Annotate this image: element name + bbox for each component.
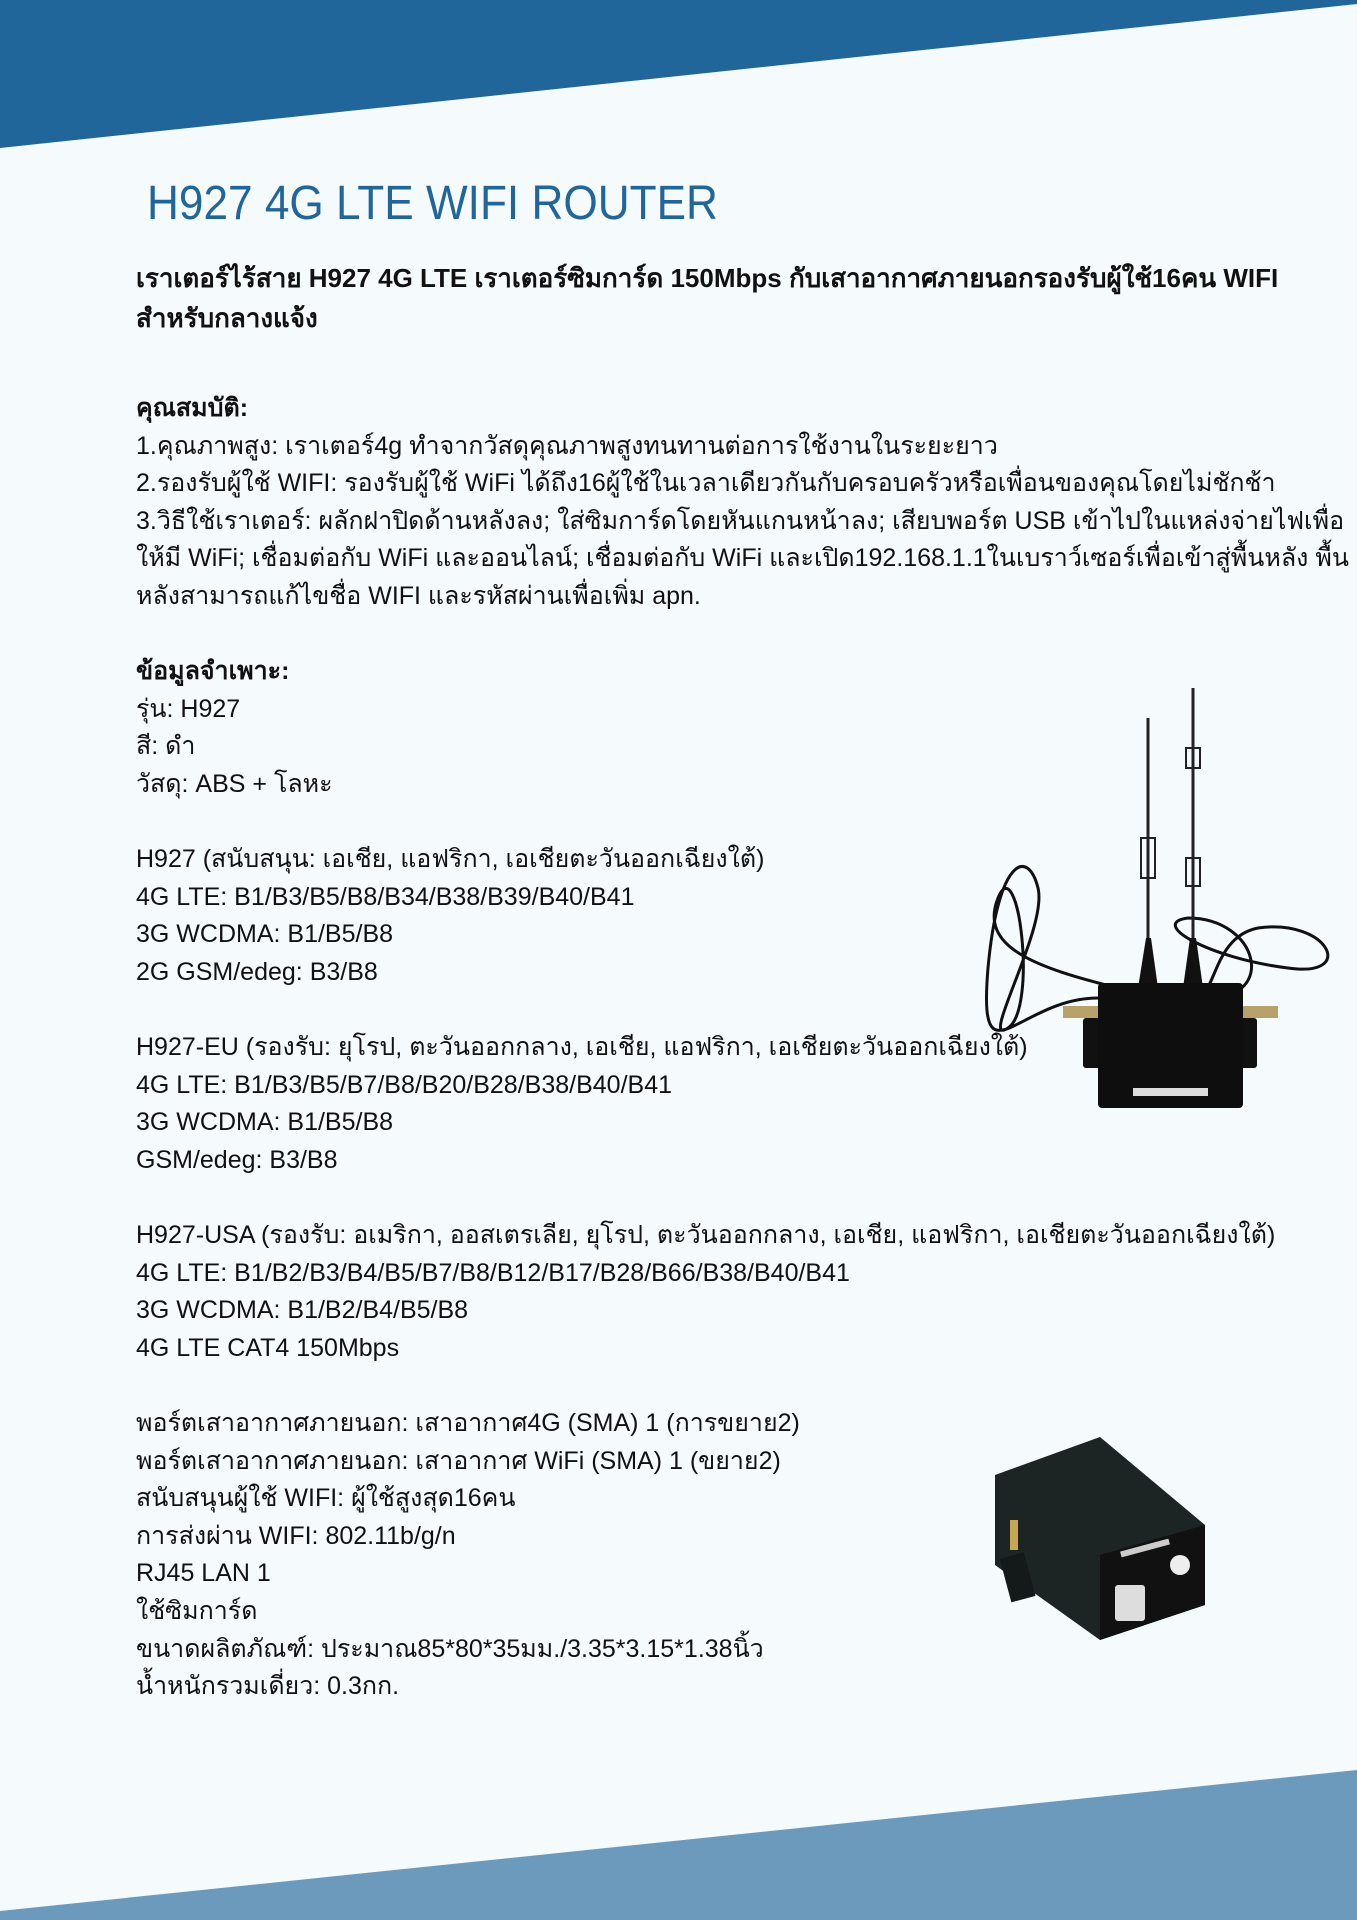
- router-with-antennas-image: [985, 688, 1330, 1108]
- spec-line: น้ำหนักรวมเดี่ยว: 0.3กก.: [136, 1672, 400, 1701]
- page-title: H927 4G LTE WIFI ROUTER: [147, 177, 718, 230]
- spec-line: การส่งผ่าน WIFI: 802.11b/g/n: [136, 1521, 456, 1550]
- spec-line: 3G WCDMA: B1/B2/B4/B5/B8: [136, 1296, 469, 1325]
- spec-line: 4G LTE CAT4 150Mbps: [136, 1333, 400, 1362]
- feature-item: 2.รองรับผู้ใช้ WIFI: รองรับผู้ใช้ WiFi ไ…: [136, 469, 1276, 498]
- spec-line: รุ่น: H927: [136, 694, 241, 723]
- spec-line: ใช้ซิมการ์ด: [136, 1597, 258, 1625]
- spec-line: สนับสนุนผู้ใช้ WIFI: ผู้ใช้สูงสุด16คน: [136, 1484, 516, 1513]
- spec-line: พอร์ตเสาอากาศภายนอก: เสาอากาศ WiFi (SMA)…: [136, 1446, 781, 1475]
- headline: เราเตอร์ไร้สาย H927 4G LTE เราเตอร์ซิมกา…: [136, 263, 1279, 333]
- spec-line: สี: ดำ: [136, 732, 196, 761]
- spec-line: 4G LTE: B1/B3/B5/B7/B8/B20/B28/B38/B40/B…: [136, 1070, 672, 1099]
- top-band: [0, 0, 1357, 148]
- features-heading: คุณสมบัติ:: [136, 394, 249, 422]
- specs-heading: ข้อมูลจำเพาะ:: [136, 657, 290, 686]
- spec-line: H927-EU (รองรับ: ยุโรป, ตะวันออกกลาง, เอ…: [136, 1033, 1028, 1062]
- spec-line: 4G LTE: B1/B2/B3/B4/B5/B7/B8/B12/B17/B28…: [136, 1258, 850, 1287]
- feature-item: 3.วิธีใช้เราเตอร์: ผลักฝาปิดด้านหลังลง; …: [136, 506, 1349, 610]
- spec-line: 2G GSM/edeg: B3/B8: [136, 957, 378, 986]
- spec-line: 3G WCDMA: B1/B5/B8: [136, 1108, 394, 1137]
- spec-line: H927-USA (รองรับ: อเมริกา, ออสเตรเลีย, ย…: [136, 1221, 1276, 1250]
- spec-line: H927 (สนับสนุน: เอเชีย, แอฟริกา, เอเชียต…: [136, 845, 765, 874]
- spec-line: วัสดุ: ABS + โลหะ: [136, 769, 333, 798]
- spec-line: 3G WCDMA: B1/B5/B8: [136, 920, 394, 949]
- spec-line: พอร์ตเสาอากาศภายนอก: เสาอากาศ4G (SMA) 1 …: [136, 1409, 800, 1438]
- feature-item: 1.คุณภาพสูง: เราเตอร์4g ทำจากวัสดุคุณภาพ…: [136, 431, 998, 460]
- spec-line: RJ45 LAN 1: [136, 1559, 271, 1588]
- product-description: เราเตอร์ไร้สาย H927 4G LTE เราเตอร์ซิมกา…: [136, 258, 1351, 1706]
- spec-line: GSM/edeg: B3/B8: [136, 1145, 338, 1174]
- bottom-band: [0, 1770, 1357, 1920]
- spec-line: 4G LTE: B1/B3/B5/B8/B34/B38/B39/B40/B41: [136, 882, 635, 911]
- spec-line: ขนาดผลิตภัณฑ์: ประมาณ85*80*35มม./3.35*3.…: [136, 1634, 764, 1663]
- router-side-view-image: [995, 1437, 1205, 1640]
